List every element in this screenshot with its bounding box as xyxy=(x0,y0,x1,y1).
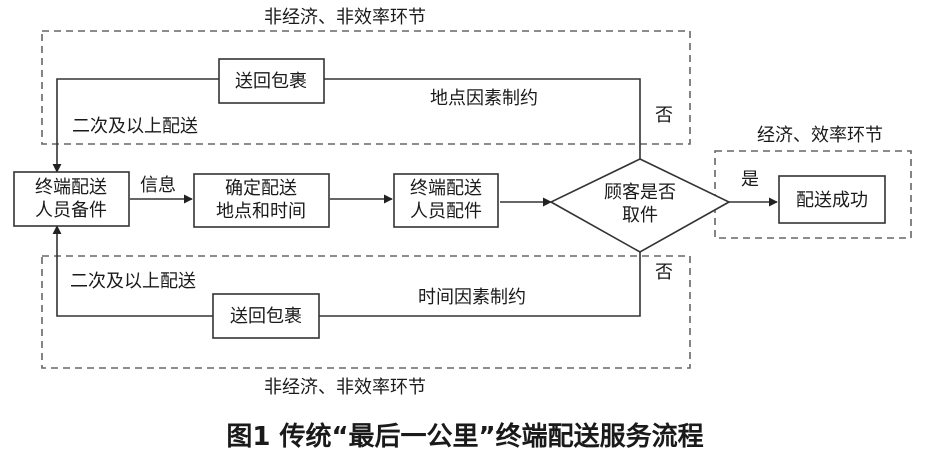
bottom-region-label: 非经济、非效率环节 xyxy=(264,377,426,398)
svg-text:顾客是否: 顾客是否 xyxy=(604,182,676,203)
svg-text:人员配件: 人员配件 xyxy=(410,201,482,222)
bottom-loop-line xyxy=(52,225,641,317)
top-region-label: 非经济、非效率环节 xyxy=(264,7,426,28)
edge-label-yes: 是 xyxy=(741,169,759,190)
right-region-label: 经济、效率环节 xyxy=(757,125,883,146)
node-decision: 顾客是否 取件 xyxy=(549,158,731,253)
edge-label-time-constraint: 时间因素制约 xyxy=(418,287,526,308)
node-confirm-location: 确定配送 地点和时间 xyxy=(193,173,330,228)
svg-text:送回包裹: 送回包裹 xyxy=(230,306,302,327)
node-terminal-prepare: 终端配送 人员备件 xyxy=(13,171,130,227)
svg-text:取件: 取件 xyxy=(622,205,658,226)
node-terminal-deliver: 终端配送 人员配件 xyxy=(393,173,499,228)
svg-text:终端配送: 终端配送 xyxy=(35,177,107,198)
node-return-bottom: 送回包裹 xyxy=(212,293,320,339)
bottom-region-boundary xyxy=(41,255,691,369)
svg-text:人员备件: 人员备件 xyxy=(35,200,107,221)
node-return-top: 送回包裹 xyxy=(218,58,325,104)
edge-label-location-constraint: 地点因素制约 xyxy=(430,88,538,109)
svg-text:送回包裹: 送回包裹 xyxy=(235,71,307,92)
svg-text:地点和时间: 地点和时间 xyxy=(216,201,306,222)
edge-label-no-top: 否 xyxy=(655,105,673,126)
node-success: 配送成功 xyxy=(778,175,886,224)
top-loop-line xyxy=(52,78,641,173)
edge-label-info: 信息 xyxy=(140,175,176,196)
svg-text:确定配送: 确定配送 xyxy=(225,178,297,199)
svg-text:终端配送: 终端配送 xyxy=(410,178,482,199)
edge-label-second-delivery-top: 二次及以上配送 xyxy=(72,116,198,137)
figure-caption: 图1 传统“最后一公里”终端配送服务流程 xyxy=(226,421,703,452)
svg-text:配送成功: 配送成功 xyxy=(796,190,868,211)
edge-label-second-delivery-bottom: 二次及以上配送 xyxy=(70,271,196,292)
top-region-boundary xyxy=(41,30,691,145)
edge-label-no-bottom: 否 xyxy=(655,262,673,283)
